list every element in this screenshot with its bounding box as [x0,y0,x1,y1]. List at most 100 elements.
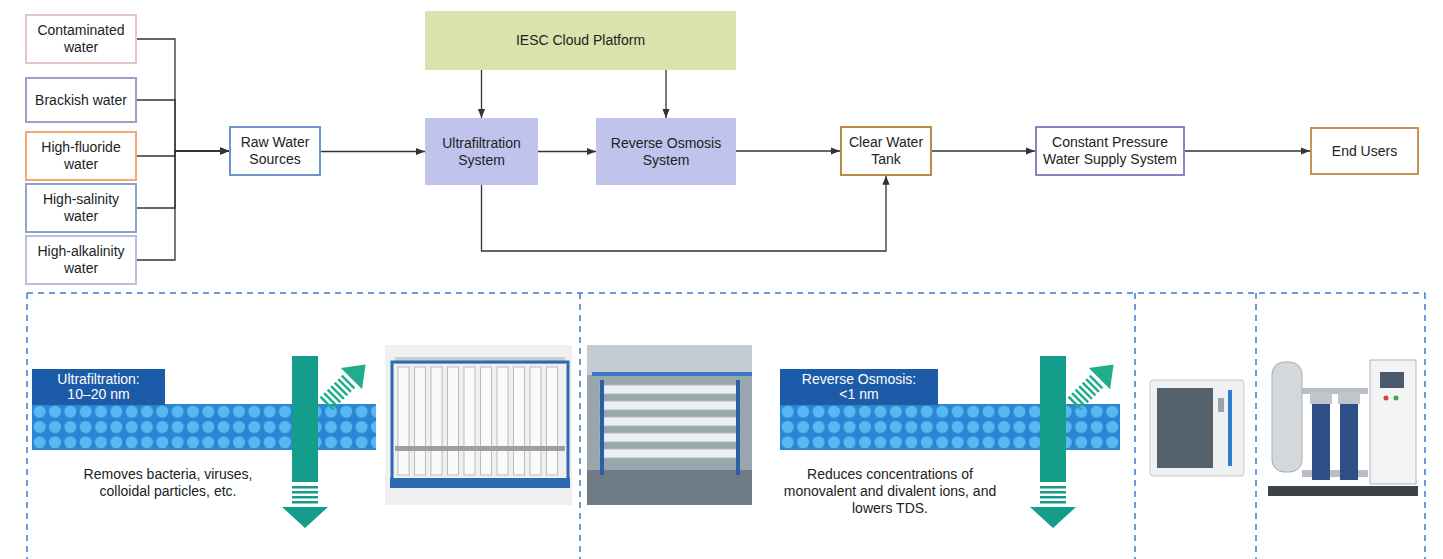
box-text: IESC Cloud Platform [516,32,645,49]
cabinet-body [1150,380,1244,476]
rack-post [600,380,604,475]
pressure-vessel [600,401,740,410]
cabinet-strip [1228,390,1232,466]
flow-arrow [321,151,425,152]
skid-base [390,478,570,488]
membrane-module [431,367,442,475]
membrane-module [530,367,541,475]
flow-arrow [1185,150,1310,151]
arrow-stripe [1040,501,1066,504]
pump [1340,400,1358,480]
control-cabinet [1370,360,1416,484]
skid-frame [392,362,568,480]
ceiling [587,345,752,375]
pump-motor [1338,392,1360,404]
arrow-stripe [1078,385,1092,399]
membrane-module [464,367,475,475]
box-text: High-fluoride water [33,139,129,173]
arrow-head [341,354,376,389]
pump-motor [1310,392,1332,404]
box-text: Reverse Osmosis System [600,135,732,169]
membrane-module [481,367,492,475]
arrow-head [1030,507,1076,528]
process-box: Raw Water Sources [229,126,321,176]
box-text: Reverse Osmosis: <1 nm [797,372,921,403]
process-box: End Users [1310,127,1419,175]
arrow-stripe [292,496,318,499]
pressure-vessel [600,417,740,426]
tank-cabinet-picture [1150,380,1244,476]
membrane-module [448,367,459,475]
flow-arrow [932,150,1035,151]
ro-membrane [780,404,1120,450]
arrow-shaft [1040,356,1066,482]
reject-arrow [315,354,376,415]
flow-arrow [481,70,482,118]
pump [1312,400,1330,480]
arrow-stripe [292,501,318,504]
pore-size-tag: Ultrafiltration: 10–20 nm [32,369,165,406]
ro-equipment-picture [587,345,752,505]
filter-description: Reduces concentrations of monovalent and… [775,466,1005,516]
membrane-module [497,367,508,475]
arrow-stripe [1040,496,1066,499]
pressure-tank [1272,362,1302,472]
flow-arrow [538,151,596,152]
manifold-pipe [395,446,565,451]
cabinet-handle [1218,398,1224,412]
pump-system-picture [1268,360,1418,496]
flow-arrow [736,150,840,151]
pipe [592,372,752,376]
frame-line [1134,293,1136,559]
platform-box: IESC Cloud Platform [425,11,736,70]
arrow-head [282,507,328,528]
section-frame [27,293,1425,559]
uf-equipment-picture [385,345,572,505]
uf-membrane [32,404,376,450]
pipe [1302,470,1368,477]
box-text: Ultrafiltration System [429,135,534,169]
arrow-stripe [1040,486,1066,489]
box-text: Ultrafiltration: 10–20 nm [49,372,149,403]
arrow-stripe [334,382,348,396]
box-text: End Users [1332,143,1397,160]
floor [587,470,752,505]
rack-post [736,380,740,475]
permeate-arrow [282,356,328,528]
pressure-vessel [600,449,740,458]
arrow-stripe [1075,389,1089,403]
arrow-stripe [1071,392,1085,406]
process-box: Clear Water Tank [840,126,932,176]
flow-arrow [137,100,229,151]
arrow-stripe [1040,491,1066,494]
box-text: Constant Pressure Water Supply System [1041,134,1179,168]
arrow-shaft [292,356,318,482]
frame-line [579,293,581,559]
frame-line [26,293,28,559]
arrow-stripe [1085,378,1099,392]
reject-arrow [1063,354,1124,415]
picture-ground [385,345,572,505]
filter-description: Removes bacteria, viruses, colloidal par… [68,466,268,500]
pressure-vessel [600,385,740,394]
frame-line [1255,293,1257,559]
box-text: Raw Water Sources [235,134,315,168]
box-text: Contaminated water [33,22,129,56]
process-box: Constant Pressure Water Supply System [1035,126,1185,176]
source-box: Contaminated water [25,14,137,64]
process-box: Ultrafiltration System [425,118,538,185]
frame-line [1424,293,1426,559]
flow-arrow [482,176,887,251]
arrow-stripe [320,396,334,410]
membrane-module [415,367,426,475]
frame-line [27,292,1425,294]
arrow-stripe [1068,396,1082,410]
flow-arrow [137,151,229,260]
source-box: Brackish water [25,77,137,123]
arrow-stripe [292,491,318,494]
flow-arrow [137,39,229,151]
indicator-lamp [1394,396,1399,401]
arrow-stripe [327,389,341,403]
permeate-arrow [1030,356,1076,528]
